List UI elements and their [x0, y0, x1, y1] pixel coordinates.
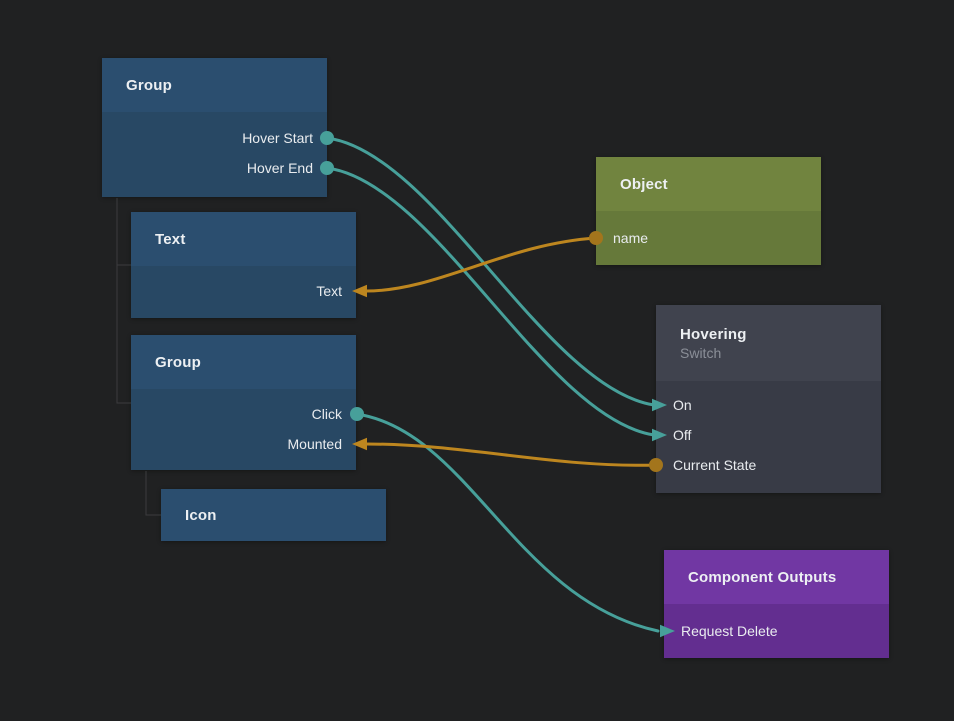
node-group-1-header[interactable]: Group — [102, 58, 327, 112]
port-label: Text — [316, 283, 342, 299]
port-label: On — [673, 397, 692, 413]
tree-line-group1-children — [116, 198, 131, 404]
node-group-2[interactable]: Group Click Mounted — [131, 335, 356, 470]
port-row-off: Off — [656, 420, 881, 450]
node-title: Text — [155, 230, 186, 248]
node-icon-1[interactable]: Icon — [161, 489, 386, 541]
wire-name-to-text[interactable] — [364, 236, 598, 293]
port-row-hover-end: Hover End — [102, 153, 327, 183]
node-title: Group — [155, 353, 201, 371]
node-group-2-body: Click Mounted — [131, 389, 356, 470]
tree-line-group2-icon — [145, 471, 161, 516]
wire-current-state-to-mounted[interactable] — [364, 442, 658, 467]
node-title: Component Outputs — [688, 568, 837, 586]
node-hovering-switch[interactable]: Hovering Switch On Off Current State — [656, 305, 881, 493]
port-label: Mounted — [287, 436, 342, 452]
port-row-current-state: Current State — [656, 450, 881, 480]
port-row-request-delete: Request Delete — [664, 616, 889, 646]
node-object-1[interactable]: Object name — [596, 157, 821, 265]
node-subtitle: Switch — [680, 344, 722, 361]
node-object-1-body: name — [596, 211, 821, 265]
port-row-hover-start: Hover Start — [102, 123, 327, 153]
node-title: Icon — [185, 506, 217, 524]
node-icon-1-header[interactable]: Icon — [161, 489, 386, 541]
port-row-mounted: Mounted — [131, 429, 356, 459]
port-label: Request Delete — [681, 623, 778, 639]
port-label: Hover End — [246, 160, 313, 176]
node-hovering-header[interactable]: Hovering Switch — [656, 305, 881, 381]
port-label: Click — [311, 406, 342, 422]
node-text-1-header[interactable]: Text — [131, 212, 356, 266]
node-group-1[interactable]: Group Hover Start Hover End — [102, 58, 327, 197]
port-label: Hover Start — [242, 130, 313, 146]
node-component-outputs-header[interactable]: Component Outputs — [664, 550, 889, 604]
port-label: Current State — [673, 457, 757, 473]
node-title: Hovering — [680, 325, 747, 343]
node-text-1[interactable]: Text Text — [131, 212, 356, 318]
node-text-1-body: Text — [131, 266, 356, 318]
node-object-1-header[interactable]: Object — [596, 157, 821, 211]
node-title: Group — [126, 76, 172, 94]
port-row-name: name — [596, 223, 821, 253]
node-group-1-body: Hover Start Hover End — [102, 112, 327, 197]
node-component-outputs-body: Request Delete — [664, 604, 889, 658]
port-label: name — [613, 230, 649, 246]
port-row-on: On — [656, 390, 881, 420]
port-label: Off — [673, 427, 692, 443]
node-component-outputs[interactable]: Component Outputs Request Delete — [664, 550, 889, 658]
port-row-text: Text — [131, 276, 356, 306]
port-row-click: Click — [131, 399, 356, 429]
wire-click-to-request-delete[interactable] — [355, 412, 660, 633]
node-hovering-body: On Off Current State — [656, 381, 881, 493]
node-title: Object — [620, 175, 668, 193]
node-group-2-header[interactable]: Group — [131, 335, 356, 389]
